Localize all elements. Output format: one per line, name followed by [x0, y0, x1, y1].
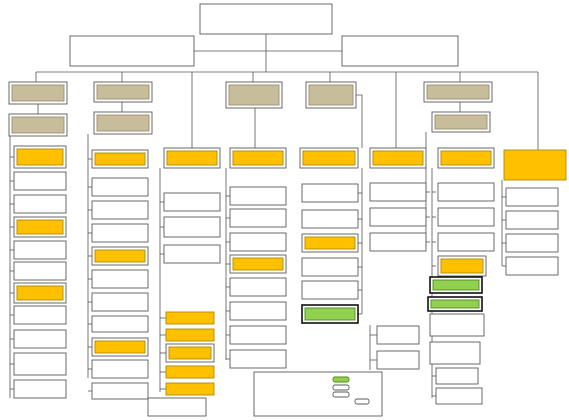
col4-box — [229, 277, 287, 297]
col4-box — [229, 301, 287, 321]
col1-tan-subheader — [11, 116, 65, 134]
col1-box — [13, 329, 67, 349]
col6-box — [369, 182, 427, 202]
col6-box — [369, 207, 427, 227]
col7-box — [435, 387, 483, 405]
col4-box — [229, 186, 287, 206]
col1-box — [13, 261, 67, 281]
col2-group3-head — [94, 340, 146, 354]
col2-tan-subheader — [96, 114, 150, 132]
col3-box — [147, 397, 207, 417]
col2-box — [91, 200, 149, 220]
col7-box — [437, 207, 495, 227]
col6-lower-box — [376, 325, 420, 345]
col4-box — [229, 349, 287, 369]
col6-group1-head — [372, 150, 424, 166]
col5-box — [301, 209, 359, 229]
second-level-box-left — [69, 35, 195, 67]
col6-lower-box — [376, 350, 420, 370]
col7-box — [429, 313, 485, 337]
col8-box — [505, 256, 559, 276]
col3-box — [163, 192, 221, 212]
col3-box — [163, 244, 221, 264]
second-level-box-right — [341, 35, 459, 67]
col2-box — [91, 315, 149, 333]
col5-group2-head — [304, 236, 356, 250]
col7-group1-head — [440, 150, 492, 166]
col5-box — [301, 257, 359, 277]
org-boxes — [8, 3, 567, 417]
col7-box — [429, 341, 481, 365]
col2-box — [91, 292, 149, 312]
col1-box — [13, 352, 67, 376]
col8-box — [505, 233, 559, 253]
col5-group1-head — [302, 150, 356, 166]
col7-green-box-2 — [430, 299, 480, 309]
col6-box — [369, 232, 427, 252]
col1-group2-head — [16, 219, 64, 235]
col2-group2-head — [94, 249, 146, 263]
legend-key-2 — [332, 384, 350, 391]
col8-box — [505, 187, 559, 207]
col7-tan-header — [426, 84, 490, 100]
col3-group1-head — [166, 150, 218, 166]
legend — [253, 371, 383, 417]
col3-yellow-box-framed — [168, 346, 212, 360]
col1-box — [13, 240, 67, 260]
col1-tan-header — [11, 84, 65, 102]
col2-box — [91, 223, 149, 243]
legend-key-3 — [332, 391, 350, 398]
col4-tan-header — [228, 84, 280, 106]
col3-box — [163, 216, 221, 238]
col5-tan-header — [308, 84, 354, 106]
col1-box — [13, 171, 67, 191]
col7-tan-subheader — [434, 114, 488, 130]
col7-box — [435, 367, 479, 385]
col3-yellow-box — [165, 382, 215, 396]
col7-group2-head — [440, 258, 484, 274]
col8-group1-head — [503, 149, 567, 181]
col8-box — [505, 210, 559, 230]
col5-link — [356, 94, 363, 148]
col2-box — [91, 177, 149, 197]
col2-box — [91, 269, 149, 289]
col5-green-box — [304, 307, 356, 321]
col7-box — [437, 232, 495, 252]
col3-yellow-box — [165, 311, 215, 325]
col3-yellow-box — [165, 328, 215, 342]
col7-box — [437, 182, 495, 202]
col1-group1-head — [16, 148, 64, 166]
col1-group3-head — [16, 285, 64, 301]
col2-box — [91, 382, 149, 400]
col7-green-box-1 — [432, 279, 480, 291]
col5-box — [301, 280, 359, 300]
col1-box — [13, 379, 67, 399]
col4-group2-head — [232, 257, 284, 271]
legend-frame — [253, 371, 383, 417]
col5-box — [301, 183, 359, 203]
col4-group1-head — [232, 150, 284, 166]
col4-box — [229, 208, 287, 228]
col2-box — [91, 359, 149, 379]
col1-box — [13, 194, 67, 214]
col2-group1-head — [94, 152, 146, 166]
col2-tan-header — [96, 84, 150, 100]
col4-box — [229, 325, 287, 345]
legend-key-4 — [354, 398, 370, 405]
legend-key-1 — [332, 376, 350, 383]
col1-box — [13, 305, 67, 325]
col4-box — [229, 232, 287, 252]
col3-yellow-box — [165, 365, 215, 379]
top-box — [199, 3, 333, 35]
